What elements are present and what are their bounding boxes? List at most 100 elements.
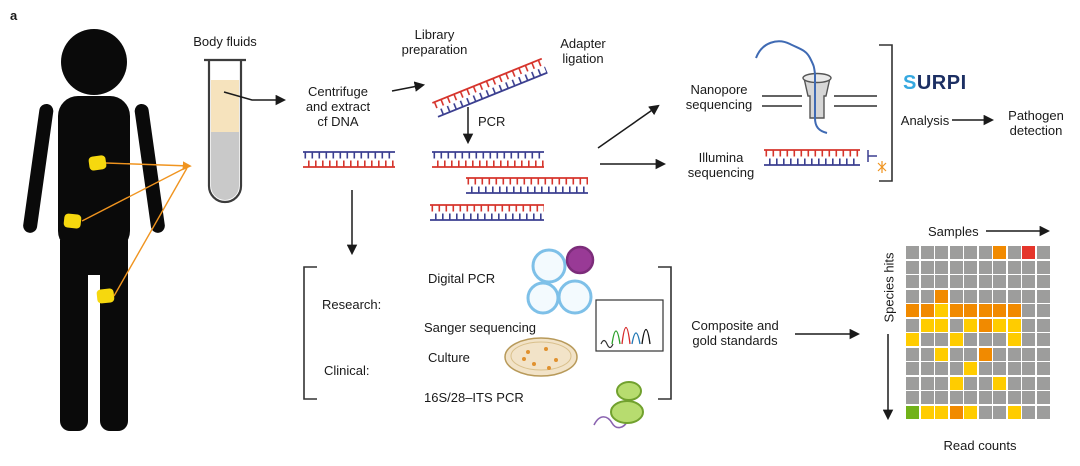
heatmap-cell [906, 246, 919, 259]
heatmap-cell [935, 376, 948, 390]
heatmap-cell [993, 289, 1006, 303]
heatmap-cell [978, 304, 992, 317]
heatmap-cell [978, 246, 992, 259]
heatmap-cell [1036, 362, 1050, 375]
heatmap-cell [906, 405, 919, 419]
body-fluids-label: Body fluids [193, 34, 257, 49]
heatmap-cell [906, 333, 919, 346]
digital-pcr-droplets-icon [526, 245, 595, 315]
heatmap-cell [964, 391, 977, 404]
heatmap-cell [978, 362, 992, 375]
heatmap-cell [964, 275, 977, 288]
validation-close-bracket [658, 266, 672, 400]
heatmap-cell [993, 246, 1006, 259]
heatmap-cell [1022, 289, 1035, 303]
heatmap-cell [906, 260, 919, 274]
heatmap-cell [920, 347, 934, 361]
heatmap-cell [935, 289, 948, 303]
heatmap-cell [1007, 246, 1021, 259]
heatmap-cell [1022, 376, 1035, 390]
heatmap-cell [1036, 376, 1050, 390]
centrifuge-step-label: Centrifuge and extract cf DNA [305, 84, 371, 129]
nanopore-icon [755, 40, 877, 134]
heatmap-cell [949, 405, 963, 419]
heatmap-cell [1022, 246, 1035, 259]
heatmap-cell [978, 275, 992, 288]
heatmap-cell [920, 260, 934, 274]
heatmap-cell [1022, 391, 1035, 404]
heatmap-cell [949, 362, 963, 375]
heatmap-cell [920, 246, 934, 259]
heatmap-cell [964, 347, 977, 361]
heatmap-cell [906, 347, 919, 361]
library-dna-ladder-icon [432, 57, 548, 118]
flow-arrows [223, 81, 1051, 421]
heatmap-cell [1007, 304, 1021, 317]
pcr-product-icon [430, 204, 544, 221]
heatmap-cell [1007, 376, 1021, 390]
sample-collection-arrows [81, 161, 192, 297]
illumina-sequencing-label: Illumina sequencing [687, 150, 755, 180]
heatmap-cell [949, 391, 963, 404]
heatmap-cell [1036, 304, 1050, 317]
heatmap-cell [1007, 333, 1021, 346]
heatmap-cell [949, 246, 963, 259]
heatmap-cell [906, 289, 919, 303]
heatmap-cell [935, 304, 948, 317]
heatmap-cell [993, 260, 1006, 274]
heatmap-cell [1036, 289, 1050, 303]
composite-gold-standards-label: Composite and gold standards [691, 318, 779, 348]
heatmap-cell [1036, 260, 1050, 274]
read-counts-axis-label: Read counts [943, 438, 1017, 453]
heatmap-cell [993, 318, 1006, 332]
heatmap-cell [964, 405, 977, 419]
heatmap-cell [949, 333, 963, 346]
heatmap-cell [935, 347, 948, 361]
heatmap-cell [949, 318, 963, 332]
heatmap-cell [1007, 391, 1021, 404]
heatmap-cell [935, 246, 948, 259]
heatmap-cell [935, 275, 948, 288]
heatmap-cell [920, 304, 934, 317]
body-fluid-site-icons [63, 155, 115, 304]
heatmap-cell [1007, 275, 1021, 288]
heatmap-cell [1022, 275, 1035, 288]
heatmap-cell [993, 376, 1006, 390]
heatmap-cell [1036, 347, 1050, 361]
nanopore-sequencing-label: Nanopore sequencing [685, 82, 753, 112]
heatmap-cell [906, 304, 919, 317]
heatmap-cell [1022, 260, 1035, 274]
heatmap-cell [1007, 347, 1021, 361]
heatmap-cell [1022, 405, 1035, 419]
heatmap-cell [1022, 318, 1035, 332]
heatmap-cell [935, 260, 948, 274]
pcr-product-icon [432, 151, 544, 168]
heatmap-cell [964, 362, 977, 375]
heatmap-cell [1036, 275, 1050, 288]
heatmap-cell [949, 347, 963, 361]
validation-open-bracket [303, 266, 317, 400]
heatmap-grid [906, 246, 1050, 419]
heatmap-cell [964, 289, 977, 303]
panel-label: a [10, 8, 18, 23]
heatmap-cell [978, 391, 992, 404]
cfdna-fragment-icon [303, 151, 395, 168]
surpi-logo: SURPI [903, 72, 967, 94]
heatmap-cell [920, 275, 934, 288]
heatmap-cell [1036, 391, 1050, 404]
petri-dish-icon [504, 337, 578, 377]
heatmap-cell [993, 347, 1006, 361]
heatmap-cell [993, 405, 1006, 419]
heatmap-cell [1036, 405, 1050, 419]
heatmap-cell [978, 318, 992, 332]
microbe-icon [593, 381, 644, 429]
test-tube-icon [204, 58, 246, 204]
pcr-label: PCR [478, 114, 506, 129]
heatmap-cell [1007, 289, 1021, 303]
human-silhouette-icon [23, 29, 165, 431]
heatmap-cell [949, 275, 963, 288]
pathogen-detection-label: Pathogen detection [1008, 108, 1064, 138]
heatmap-cell [1022, 362, 1035, 375]
